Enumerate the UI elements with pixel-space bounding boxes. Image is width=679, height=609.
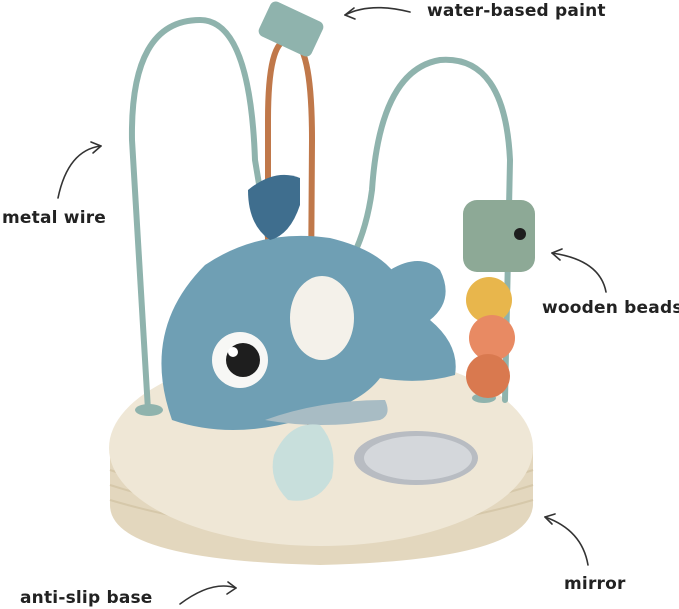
whale-figure [161, 235, 456, 430]
diamond-bead [258, 1, 324, 57]
label-metal-wire: metal wire [2, 208, 107, 228]
blue-drop-bead [248, 174, 300, 240]
label-mirror: mirror [564, 574, 626, 594]
label-anti-slip-base: anti-slip base [20, 588, 153, 608]
front-drop-bead [272, 424, 334, 501]
label-water-based-paint: water-based paint [427, 1, 606, 21]
label-wooden-beads: wooden beads [542, 298, 679, 318]
wooden-beads-stack [463, 200, 535, 398]
mirror-inset [354, 431, 478, 485]
